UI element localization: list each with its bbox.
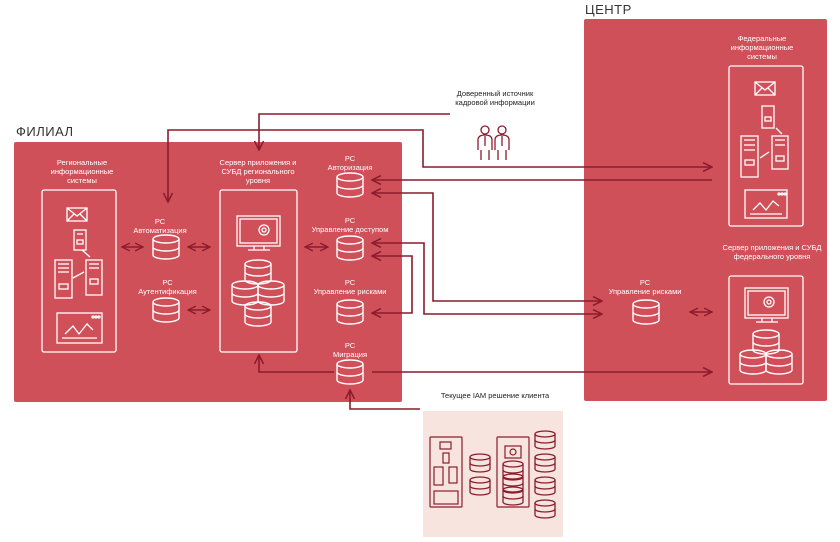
mail-icon [66,207,88,222]
rs-migration-line1: РС [344,341,356,350]
database-icon [502,460,524,480]
federal-systems-label: Федеральные информационные системы [730,34,794,61]
monitor-gear-icon [744,287,789,323]
rs-automation-line1: РС [154,217,166,226]
rs-automation-db-icon [152,234,180,260]
monitor-icon [504,445,522,459]
regional-systems-box [41,189,117,353]
rs-authorization-db-icon [336,172,364,198]
regional-app-server-box [219,189,298,353]
chart-window-icon [744,189,788,219]
line-trusted-to-app [259,113,450,150]
federal-systems-box [728,65,804,227]
rs-risk-db-icon [336,299,364,325]
line-trusted-to-federal [418,129,712,167]
chart-window-icon [56,312,103,344]
rs-access-db-icon [336,235,364,261]
rs-risk-line2: Управление рисками [313,287,387,296]
people-icon [477,125,510,160]
mail-icon [439,441,452,450]
rs-automation-line2: Автоматизация [133,226,187,235]
line-iam-to-migration [350,390,420,410]
rs-migration-db-icon [336,359,364,385]
line-authorization-to-center-risk [372,193,602,301]
database-icon [244,301,272,327]
database-icon [469,453,491,473]
rs-authorization-line2: Авторизация [327,163,373,172]
regional-systems-label: Региональные информационные системы [50,158,114,185]
rs-access-line2: Управление доступом [311,225,389,234]
center-rs-risk-db-icon [632,299,660,325]
line-access-to-center-risk [372,243,602,314]
database-icon [534,453,556,473]
mail-icon [754,81,776,96]
rs-access-line1: РС [344,216,356,225]
database-icon [502,486,524,506]
center-rs-risk-line1: РС [639,278,651,287]
rs-authentication-db-icon [152,297,180,323]
rs-authentication-line1: РС [162,278,173,287]
connection-lines [168,113,712,410]
rs-authorization-line1: РС [344,154,356,163]
line-trusted-to-automation [168,129,418,202]
branch-title: ФИЛИАЛ [16,124,74,139]
federal-app-server-label: Сервер приложения и СУБД федерального ур… [722,243,822,261]
database-icon [534,499,556,519]
iam-label: Текущее IAM решение клиента [440,391,550,400]
database-icon [534,430,556,450]
rs-risk-line1: РС [344,278,356,287]
rs-authentication-line2: Аутентификация [138,287,197,296]
database-icon [257,280,285,306]
monitor-gear-icon [236,215,281,251]
database-icon [469,476,491,496]
line-access-to-risk [372,256,413,313]
chart-window-icon [433,490,459,505]
federal-app-server-box [728,275,804,385]
server-icon [54,229,103,299]
rs-migration-line2: Миграция [332,350,368,359]
iam-icons [429,430,556,519]
regional-app-server-label: Сервер приложения и СУБД регионального у… [219,158,297,185]
database-icon [534,476,556,496]
database-icon [231,280,259,306]
center-rs-risk-line2: Управление рисками [608,287,682,296]
line-migration-to-app [259,355,334,373]
database-icon [502,473,524,493]
center-title: ЦЕНТР [585,2,632,17]
trusted-source-label: Доверенный источник кадровой информации [455,89,535,107]
database-icon [244,259,272,285]
